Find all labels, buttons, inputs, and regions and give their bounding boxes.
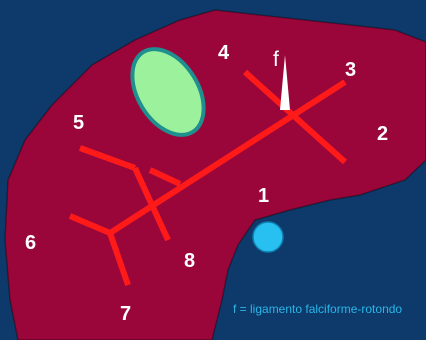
- ligament-marker: f: [273, 48, 279, 71]
- legend-text: f = ligamento falciforme-rotondo: [233, 302, 403, 316]
- main-vessel-trunk: [108, 79, 347, 236]
- liver-shape: [4, 9, 426, 340]
- segment-label-7: 7: [120, 303, 131, 325]
- segment-label-5: 5: [73, 112, 84, 134]
- ligament-spike: [280, 55, 290, 110]
- vessel-branch-small: [148, 167, 182, 187]
- segment-label-4: 4: [218, 42, 230, 64]
- vessel-branch-6: [68, 213, 112, 236]
- vessel-branch-8: [132, 166, 171, 242]
- vessel-branch-5: [78, 145, 137, 171]
- gallbladder: [130, 47, 206, 137]
- segment-label-3: 3: [345, 59, 356, 81]
- segment-label-1: 1: [258, 185, 269, 207]
- segment-label-2: 2: [377, 123, 388, 145]
- vena-cava: [252, 221, 284, 253]
- portal-vessels: [68, 69, 348, 286]
- segment-label-6: 6: [25, 232, 36, 254]
- right-vessel-branch: [242, 69, 348, 165]
- segment-label-8: 8: [184, 250, 195, 272]
- vessel-branch-7: [107, 232, 131, 286]
